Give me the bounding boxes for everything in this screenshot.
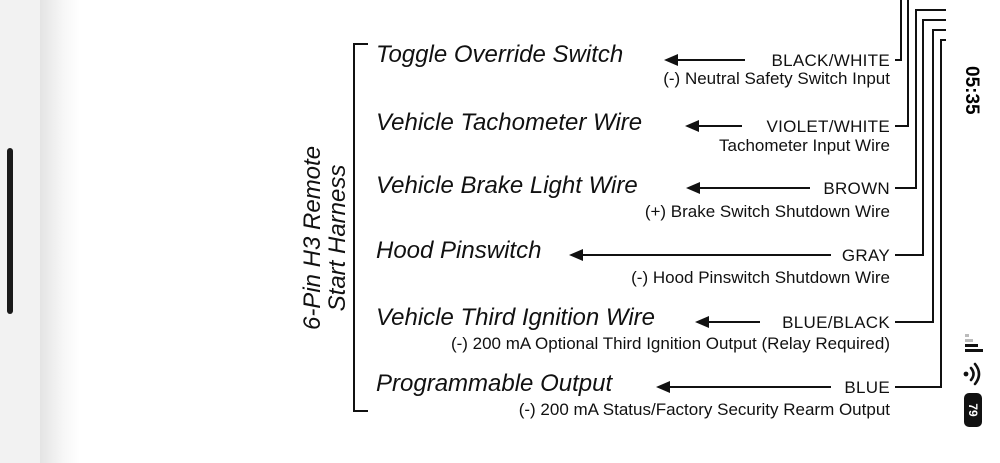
wire-description: (+) Brake Switch Shutdown Wire [645,202,890,221]
page-edge-shadow [40,0,80,463]
home-indicator[interactable] [7,148,13,314]
wire-description: (-) Hood Pinswitch Shutdown Wire [631,268,890,287]
arrowhead [685,120,699,132]
wire-trunk-violet-white [895,0,909,127]
arrowhead [664,54,678,66]
wire-trunk-gray [895,19,946,256]
battery-icon [964,393,982,427]
wire-color: GRAY [842,246,890,265]
wire-description: (-) Neutral Safety Switch Input [663,69,890,88]
battery-level: 79 [966,403,980,417]
harness-label-line1: 6-Pin H3 Remote [299,146,326,330]
wire-label: Programmable Output [376,370,613,397]
wire-color: VIOLET/WHITE [766,117,890,136]
wire-row-toggle-override: Toggle Override Switch BLACK/WHITE (-) N… [376,41,890,88]
wire-label: Hood Pinswitch [376,237,541,264]
wire-color: BLACK/WHITE [771,51,890,70]
cellular-signal-icon [965,334,983,352]
wire-row-brake-light: Vehicle Brake Light Wire BROWN (+) Brake… [376,172,890,221]
wire-description: (-) 200 mA Status/Factory Security Rearm… [519,400,891,419]
wire-trunk-blue-black [895,29,946,323]
wire-color: BLUE [844,378,890,397]
harness-label-line2: Start Harness [324,165,351,312]
status-time: 05:35 [961,66,982,115]
wire-description: (-) 200 mA Optional Third Ignition Outpu… [451,334,890,353]
wire-description: Tachometer Input Wire [719,136,890,155]
wire-row-third-ignition: Vehicle Third Ignition Wire BLUE/BLACK (… [376,304,890,353]
wire-trunk-blue [895,39,946,388]
arrowhead [695,316,709,328]
wire-label: Toggle Override Switch [376,41,623,68]
arrowhead [656,381,670,393]
wire-label: Vehicle Third Ignition Wire [376,304,655,331]
arrowhead [569,249,583,261]
wire-row-tachometer: Vehicle Tachometer Wire VIOLET/WHITE Tac… [376,109,890,155]
wire-color: BROWN [823,179,890,198]
harness-bracket [353,43,368,412]
wire-label: Vehicle Tachometer Wire [376,109,642,136]
status-bar [946,0,1000,463]
wire-row-hood-pinswitch: Hood Pinswitch GRAY (-) Hood Pinswitch S… [376,237,890,287]
wire-trunk-brown [895,9,946,189]
wire-trunk-black-white [895,0,902,61]
wire-color: BLUE/BLACK [782,313,890,332]
wire-label: Vehicle Brake Light Wire [376,172,638,199]
wire-row-programmable-output: Programmable Output BLUE (-) 200 mA Stat… [376,370,890,419]
device-bezel [0,0,40,463]
arrowhead [686,182,700,194]
wifi-icon [963,362,981,386]
